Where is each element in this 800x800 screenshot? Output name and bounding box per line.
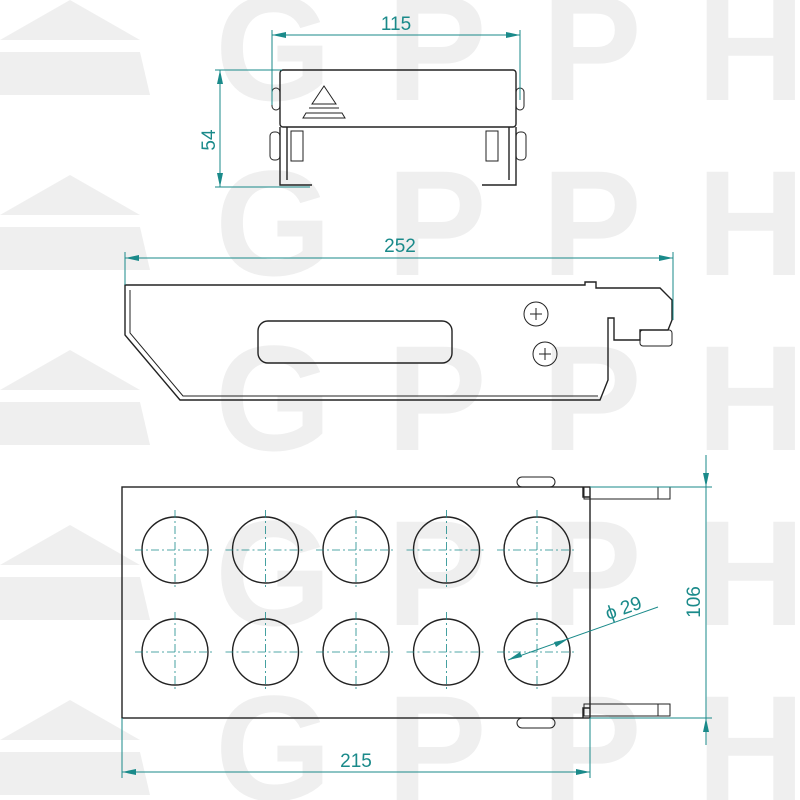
watermark-text: GPPH: [215, 139, 800, 307]
side-view: 252: [124, 236, 674, 401]
hole: [497, 510, 577, 590]
hole: [225, 612, 306, 692]
watermark-triangle-icon: [0, 700, 150, 795]
hole: [316, 612, 396, 692]
hole: [316, 510, 396, 590]
watermark-triangle-icon: [0, 525, 150, 620]
dim-215-label: 215: [340, 751, 372, 772]
top-view: 115 54: [199, 14, 527, 188]
watermark-text: GPPH: [215, 664, 800, 800]
hole: [225, 510, 306, 590]
dim-115-label: 115: [381, 14, 411, 35]
bottom-view: 215 106 ϕ 29: [121, 455, 712, 778]
screw-icon: [523, 301, 558, 367]
dim-252-label: 252: [384, 236, 416, 257]
logo-triangle-icon: [302, 85, 346, 119]
watermark-triangle-icon: [0, 0, 150, 95]
watermark-triangle-icon: [0, 350, 150, 445]
dim-54-label: 54: [199, 129, 220, 151]
hole: [135, 510, 215, 590]
hole: [406, 510, 487, 590]
watermark-triangle-icon: [0, 175, 150, 270]
hole: [135, 612, 215, 692]
hole: [406, 612, 487, 692]
hole-grid: [135, 510, 577, 692]
watermark-text: GPPH: [215, 489, 800, 657]
dim-106-label: 106: [684, 586, 705, 618]
watermark-text: GPPH: [215, 314, 800, 482]
watermark-text: GPPH: [215, 0, 800, 132]
hole: [497, 612, 577, 692]
